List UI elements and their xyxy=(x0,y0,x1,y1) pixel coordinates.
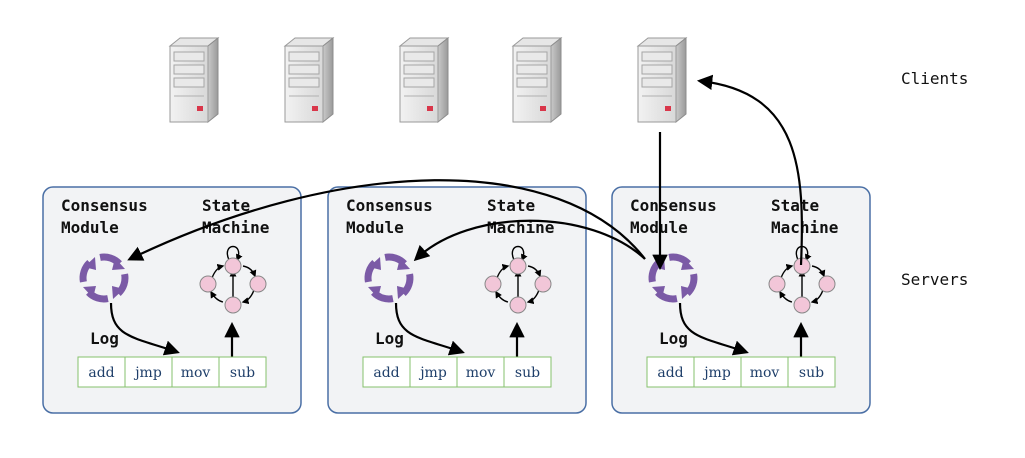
log-cell xyxy=(456,356,505,388)
client-server-icon xyxy=(512,37,562,123)
consensus-module-title: Consensus xyxy=(346,196,433,215)
replication-arrow-to-server-1 xyxy=(127,179,646,261)
state-machine-title: State xyxy=(487,196,535,215)
servers-label: Servers xyxy=(901,270,968,289)
client-response-arrow xyxy=(696,74,803,266)
log-cell xyxy=(503,356,552,388)
server-panel-2: Consensus Module State Machine Log add j… xyxy=(327,186,587,414)
client-server-icon xyxy=(169,37,219,123)
log-entry-text: add xyxy=(373,365,399,381)
log-entries: add jmp mov sub xyxy=(77,356,267,388)
log-entry-text: sub xyxy=(230,365,255,381)
state-machine-subtitle: Machine xyxy=(202,218,269,237)
state-machine-title: State xyxy=(771,196,819,215)
log-entry-text: jmp xyxy=(133,365,162,381)
log-entry-text: mov xyxy=(466,365,496,381)
state-machine-subtitle: Machine xyxy=(771,218,838,237)
consensus-module-subtitle: Module xyxy=(346,218,404,237)
log-entry-text: add xyxy=(657,365,683,381)
clients-row xyxy=(169,37,687,123)
log-cell xyxy=(77,356,126,388)
log-append-arrow xyxy=(678,302,749,356)
log-cell xyxy=(787,356,836,388)
log-entry-text: jmp xyxy=(702,365,731,381)
log-label: Log xyxy=(90,329,119,348)
log-entry-text: mov xyxy=(181,365,211,381)
log-entry-text: add xyxy=(88,365,114,381)
client-server-icon xyxy=(284,37,334,123)
log-cell xyxy=(218,356,267,388)
log-entry-text: sub xyxy=(515,365,540,381)
log-entry-text: jmp xyxy=(418,365,447,381)
consensus-module-subtitle: Module xyxy=(61,218,119,237)
server-panel-1: Consensus Module State Machine Log add j… xyxy=(42,186,302,414)
log-append-arrow xyxy=(394,302,465,356)
replication-arrow-to-server-2 xyxy=(413,219,646,262)
consensus-module-subtitle: Module xyxy=(630,218,688,237)
log-cell xyxy=(362,356,411,388)
consensus-module-title: Consensus xyxy=(61,196,148,215)
log-entry-text: mov xyxy=(750,365,780,381)
log-entry-text: sub xyxy=(799,365,824,381)
client-server-icon xyxy=(399,37,449,123)
log-entries: add jmp mov sub xyxy=(646,356,836,388)
log-cell xyxy=(409,356,458,388)
consensus-module-title: Consensus xyxy=(630,196,717,215)
log-entries: add jmp mov sub xyxy=(362,356,552,388)
server-panel-3: Consensus Module State Machine Log add j… xyxy=(611,186,871,414)
log-label: Log xyxy=(659,329,688,348)
client-server-icon xyxy=(637,37,687,123)
log-cell xyxy=(171,356,220,388)
clients-label: Clients xyxy=(901,69,968,88)
log-label: Log xyxy=(375,329,404,348)
log-append-arrow xyxy=(109,302,180,356)
state-machine-title: State xyxy=(202,196,250,215)
